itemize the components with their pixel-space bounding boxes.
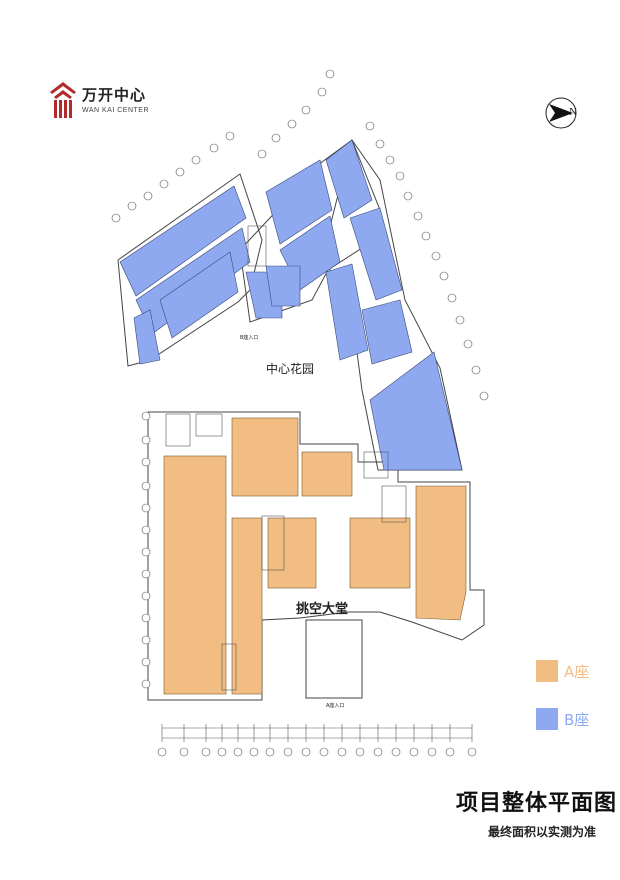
a-area-5: [267, 517, 317, 589]
b-area-5: [265, 159, 333, 245]
legend-label-a: A座: [564, 662, 590, 681]
b-left-wing-outline: [117, 173, 263, 367]
a-area-7: [415, 485, 467, 621]
stair-core-3: [261, 515, 285, 571]
atrium-label: 挑空大堂: [296, 602, 349, 617]
stair-core-2: [195, 413, 223, 437]
logo-name-cn: 万开中心: [82, 86, 147, 104]
compass-icon: [545, 97, 577, 129]
logo-mark-icon: [50, 82, 76, 118]
stair-core-4: [363, 451, 389, 479]
legend-label-b: B座: [564, 710, 590, 729]
legend-swatch-b: [536, 708, 558, 730]
stair-core-7: [247, 225, 267, 267]
a-area-2: [301, 451, 353, 497]
a-entrance-label: A座入口: [326, 703, 345, 709]
b-area-4: [159, 251, 239, 339]
b-area-13: [369, 351, 463, 471]
b-entrance-label: B座入口: [240, 335, 259, 341]
stair-core-1: [165, 413, 191, 447]
a-area-4: [231, 517, 263, 695]
legend-swatch-a: [536, 660, 558, 682]
b-area-3: [133, 309, 161, 365]
page-subtitle: 最终面积以实测为准: [488, 825, 597, 839]
a-area-3: [163, 455, 227, 695]
b-area-11: [349, 207, 403, 301]
b-area-6: [325, 139, 373, 219]
b-area-12: [361, 299, 413, 365]
legend-item-b: B座: [536, 708, 589, 730]
logo-name-en: WAN KAI CENTER: [82, 107, 150, 114]
compass-north-label: N: [569, 106, 577, 118]
logo: 万开中心 WAN KAI CENTER: [48, 80, 188, 124]
page-title: 项目整体平面图: [456, 791, 618, 816]
a-area-1: [231, 417, 299, 497]
garden-label: 中心花园: [266, 362, 315, 376]
b-area-1: [119, 185, 247, 297]
legend-item-a: A座: [536, 660, 589, 682]
a-building-outline: [147, 411, 485, 701]
b-area-10: [325, 263, 369, 361]
stair-core-5: [381, 485, 407, 523]
b-area-9: [265, 265, 301, 307]
atrium-entrance-outline: [305, 619, 363, 699]
stair-core-6: [221, 643, 237, 691]
a-area-6: [349, 517, 411, 589]
